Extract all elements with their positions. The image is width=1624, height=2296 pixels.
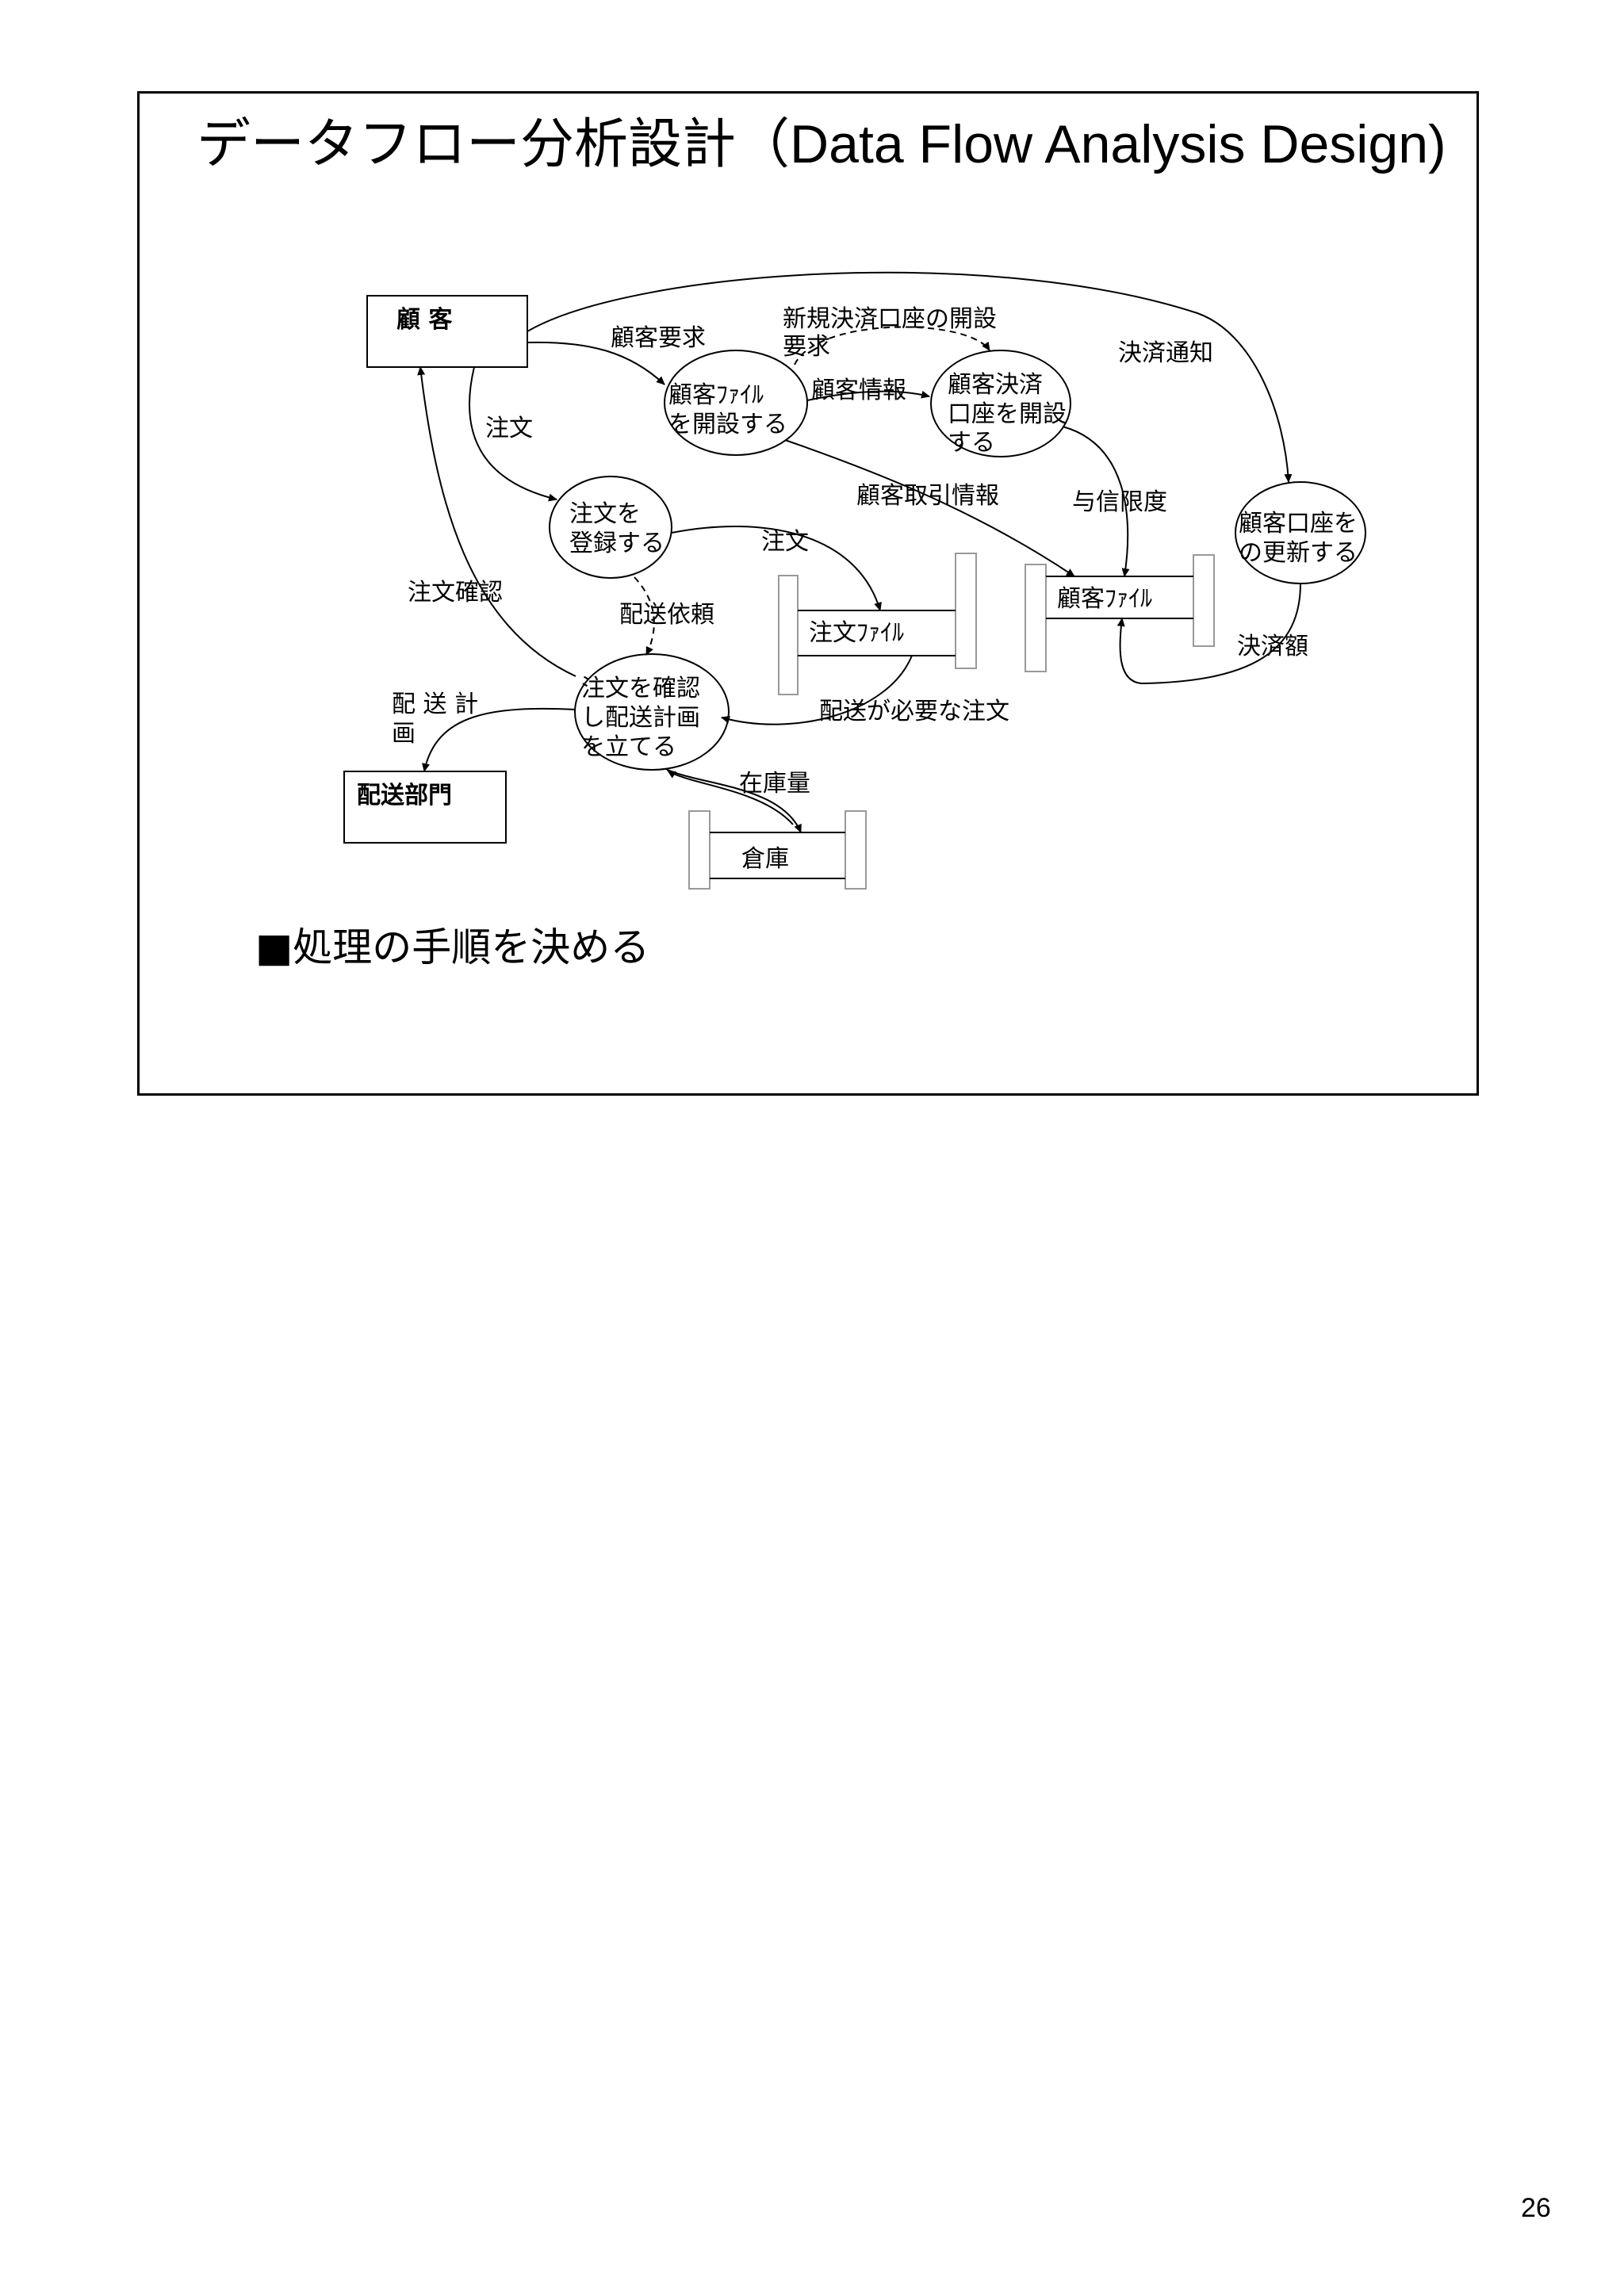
slide-frame <box>137 91 1479 1096</box>
flow-line-order-confirmation <box>417 366 576 677</box>
label-payment-amount: 決済額 <box>1237 633 1308 660</box>
label-stock-quantity: 在庫量 <box>739 770 810 798</box>
data-store-customer-file: 顧客ﾌｧｲﾙ <box>1025 554 1215 672</box>
store-warehouse-label: 倉庫 <box>741 845 789 873</box>
label-new-account-request-line1: 新規決済口座の開設 <box>783 305 997 333</box>
slide-title-japanese: データフロー分析設計 <box>197 113 737 176</box>
external-entity-delivery-dept: 配送部門 <box>343 771 507 844</box>
data-store-order-file: 注文ﾌｧｲﾙ <box>778 553 977 695</box>
label-credit-limit: 与信限度 <box>1072 488 1167 516</box>
process-open-payment-account-line1: 顧客決済 <box>948 371 1043 399</box>
process-open-payment-account: 顧客決済 口座を開設 する <box>930 350 1071 457</box>
flow-line-customer-request <box>527 341 665 385</box>
data-store-warehouse: 倉庫 <box>688 810 867 890</box>
flow-line-stock-quantity-back <box>667 770 794 825</box>
external-entity-customer: 顧 客 <box>366 295 528 368</box>
flow-line-new-account-request <box>794 326 990 365</box>
flow-line-customer-transaction-info <box>784 439 1075 577</box>
page-number: 26 <box>1521 2193 1551 2223</box>
flow-line-payment-amount <box>1116 583 1301 685</box>
slide-title-english: （Data Flow Analysis Design) <box>736 114 1446 174</box>
label-customer-info: 顧客情報 <box>811 377 906 404</box>
label-order-1: 注文 <box>485 415 533 442</box>
store-customer-file-label: 顧客ﾌｧｲﾙ <box>1057 585 1152 613</box>
flow-line-order-2 <box>671 526 882 611</box>
store-order-file-label: 注文ﾌｧｲﾙ <box>809 619 904 647</box>
flow-line-delivery-plan <box>422 707 576 772</box>
flow-line-payment-notice <box>527 271 1293 483</box>
customer-label: 顧 客 <box>396 306 452 334</box>
process-register-order-line2: 登録する <box>569 530 665 557</box>
process-plan-delivery: 注文を確認 し配送計画 を立てる <box>574 653 730 771</box>
flow-line-credit-limit <box>1062 426 1130 577</box>
flow-line-orders-needing-delivery <box>721 655 913 725</box>
flow-line-stock-quantity <box>665 768 802 833</box>
slide-title: データフロー分析設計（Data Flow Analysis Design) <box>197 117 1446 172</box>
process-plan-delivery-line2: し配送計画 <box>581 704 700 732</box>
process-register-order-line1: 注文を <box>569 500 641 528</box>
label-delivery-plan-line2: 画 <box>392 720 416 748</box>
bullet-point: ■処理の手順を決める <box>255 924 650 970</box>
process-open-payment-account-line3: する <box>948 429 995 457</box>
process-update-customer-account: 顧客口座を の更新する <box>1235 481 1366 584</box>
process-open-payment-account-line2: 口座を開設 <box>948 400 1067 428</box>
flow-line-customer-info <box>806 390 930 401</box>
label-delivery-request: 配送依頼 <box>619 601 714 629</box>
process-open-customer-file: 顧客ﾌｧｲﾙ を開設する <box>664 350 808 456</box>
process-update-customer-account-line1: 顧客口座を <box>1239 510 1358 538</box>
label-payment-notice: 決済通知 <box>1118 339 1213 367</box>
label-customer-request: 顧客要求 <box>611 324 706 352</box>
label-new-account-request-line2: 要求 <box>783 333 830 361</box>
process-open-customer-file-line1: 顧客ﾌｧｲﾙ <box>668 381 764 409</box>
flow-line-order-1 <box>469 366 557 502</box>
label-order-confirmation: 注文確認 <box>408 579 503 607</box>
label-order-2: 注文 <box>761 528 809 556</box>
process-plan-delivery-line1: 注文を確認 <box>581 675 700 702</box>
process-register-order: 注文を 登録する <box>549 476 672 579</box>
label-customer-transaction-info: 顧客取引情報 <box>856 482 999 510</box>
process-plan-delivery-line3: を立てる <box>581 733 676 761</box>
process-open-customer-file-line2: を開設する <box>668 411 787 438</box>
process-update-customer-account-line2: の更新する <box>1239 539 1358 567</box>
label-orders-needing-delivery: 配送が必要な注文 <box>819 698 1009 725</box>
delivery-dept-label: 配送部門 <box>357 782 452 809</box>
label-delivery-plan-line1: 配 送 計 <box>392 691 478 718</box>
